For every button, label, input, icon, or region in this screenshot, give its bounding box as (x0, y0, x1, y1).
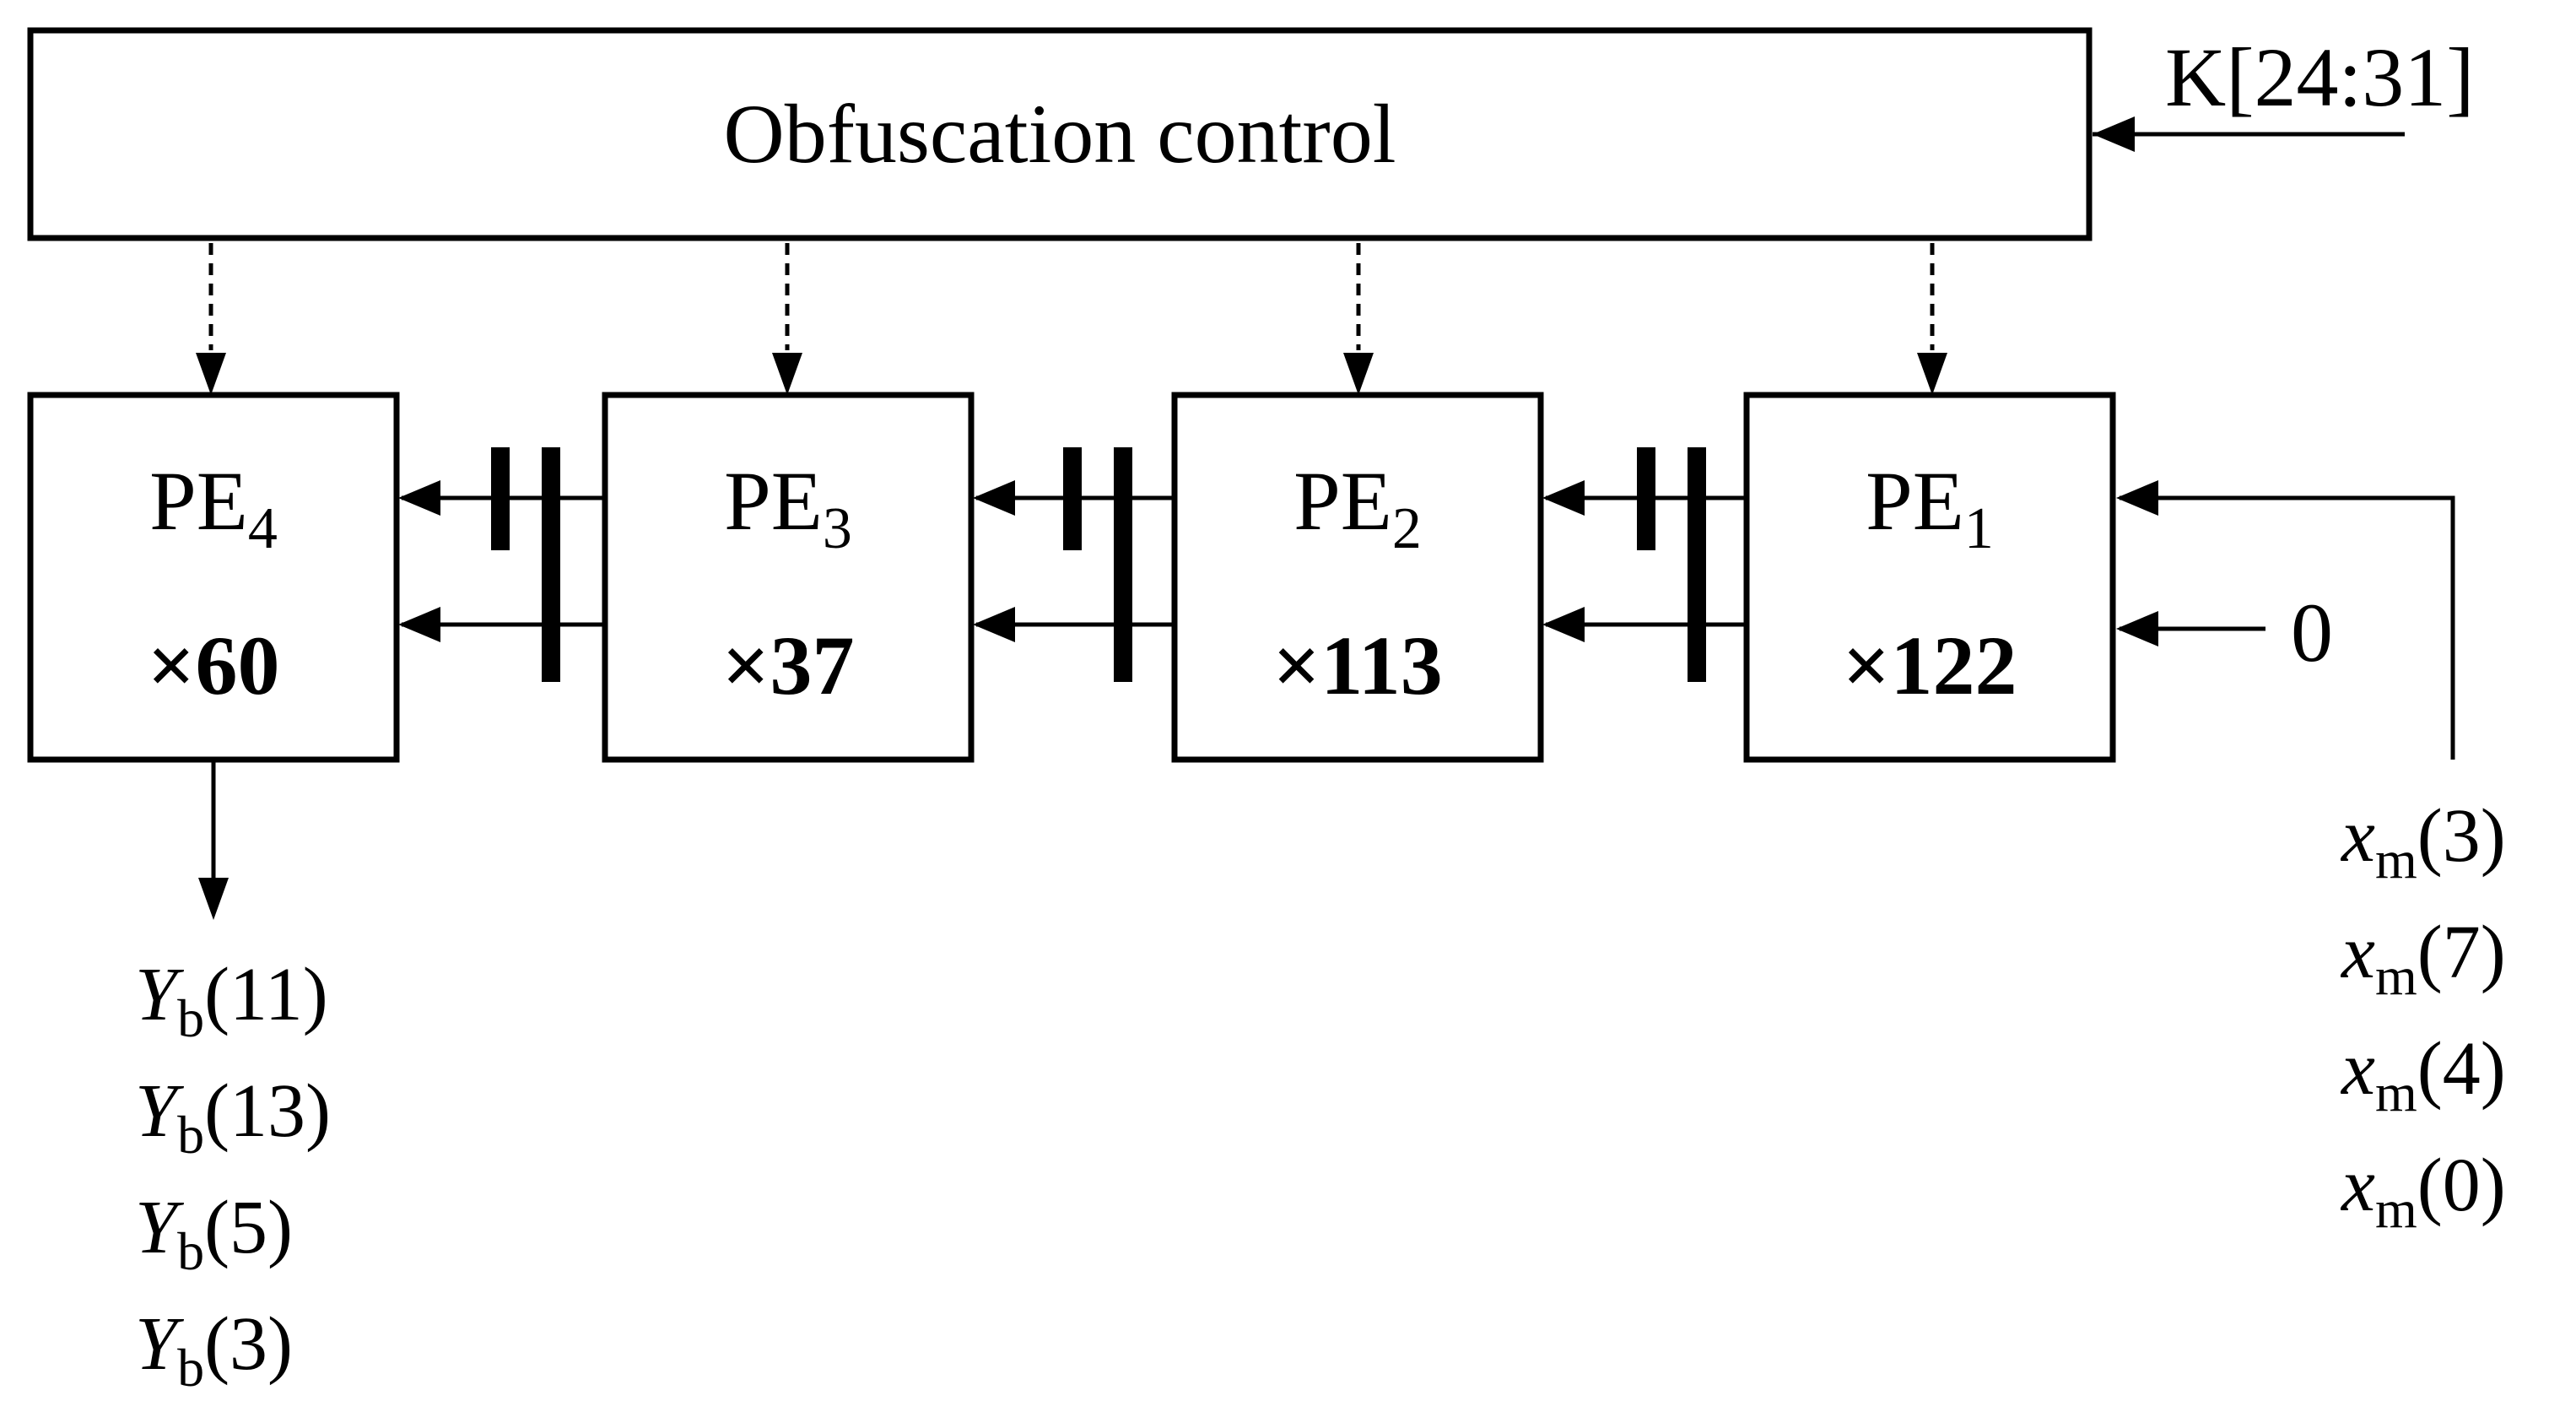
register-pe2-pe3-bottom (1114, 447, 1132, 682)
control-arrowhead-pe1 (1917, 353, 1947, 395)
register-pe1-pe2-bottom (1688, 447, 1706, 682)
control-arrowhead-pe4 (196, 353, 226, 395)
output-item-3: Yb(3) (135, 1302, 293, 1398)
input-item-0: xm(3) (2340, 794, 2506, 890)
input-item-2: xm(4) (2340, 1027, 2506, 1122)
pe2-label: PE2 (1293, 454, 1422, 561)
key-input: K[24:31] (2093, 30, 2475, 152)
register-pe1-pe2-top (1637, 447, 1655, 550)
arrowhead-pe1-pe2-bottom (1542, 607, 1585, 642)
pe4-multiplier: ×60 (148, 619, 280, 712)
pe-connections (398, 447, 1747, 682)
arrowhead-pe2-pe3-bottom (973, 607, 1015, 642)
control-signals (196, 243, 1947, 395)
obfuscation-control-box (27, 27, 2093, 241)
pe4-block: PE4 ×60 (27, 392, 400, 763)
register-pe3-pe4-top (491, 447, 510, 550)
pe3-box (602, 392, 975, 763)
register-pe3-pe4-bottom (542, 447, 560, 682)
pe3-multiplier: ×37 (722, 619, 855, 712)
key-input-label: K[24:31] (2165, 30, 2475, 124)
output-sequence: Yb(11) Yb(13) Yb(5) Yb(3) (135, 953, 331, 1398)
register-pe2-pe3-top (1063, 447, 1082, 550)
arrowhead-pe2-pe3-top (973, 480, 1015, 516)
output-arrowhead (198, 878, 229, 920)
pe2-block: PE2 ×113 (1171, 392, 1544, 763)
arrowhead-pe3-pe4-bottom (398, 607, 440, 642)
obfuscation-control-label: Obfuscation control (723, 87, 1396, 181)
key-input-arrowhead (2093, 116, 2135, 152)
pe4-output (198, 760, 229, 920)
arrowhead-pe1-pe2-top (1542, 480, 1585, 516)
input-item-3: xm(0) (2340, 1144, 2506, 1239)
arrowhead-pe3-pe4-top (398, 480, 440, 516)
pe2-multiplier: ×113 (1272, 619, 1442, 712)
input-item-1: xm(7) (2340, 911, 2506, 1006)
zero-input-arrowhead (2116, 611, 2158, 646)
input-sequence: xm(3) xm(7) xm(4) xm(0) (2340, 794, 2506, 1239)
x-input-wire (2120, 495, 2455, 760)
pe4-label: PE4 (149, 454, 278, 561)
obfuscation-control-block: Obfuscation control (27, 27, 2093, 241)
pe2-box (1171, 392, 1544, 763)
pe1-multiplier: ×122 (1843, 619, 2017, 712)
control-arrowhead-pe2 (1343, 353, 1374, 395)
x-input-arrowhead (2116, 480, 2158, 516)
pe1-box (1743, 392, 2116, 763)
output-item-1: Yb(13) (135, 1069, 331, 1165)
pe3-label: PE3 (724, 454, 852, 561)
output-item-0: Yb(11) (135, 953, 328, 1048)
pe1-label: PE1 (1866, 454, 1994, 561)
control-arrowhead-pe3 (772, 353, 802, 395)
pe3-block: PE3 ×37 (602, 392, 975, 763)
pe1-block: PE1 ×122 (1743, 392, 2116, 763)
output-item-2: Yb(5) (135, 1186, 293, 1281)
pe1-inputs: 0 (2116, 480, 2455, 760)
zero-input-label: 0 (2291, 586, 2333, 679)
